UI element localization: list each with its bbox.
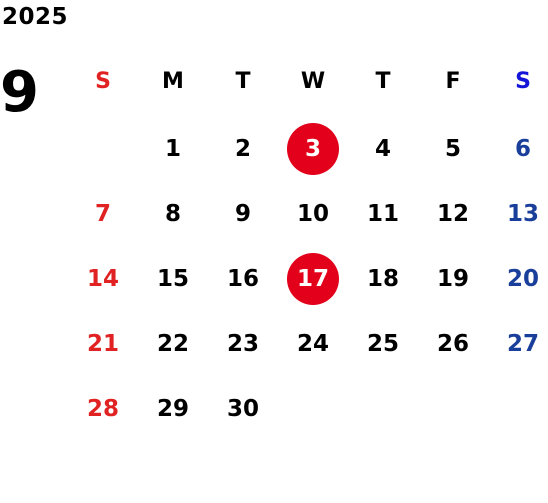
- calendar-day: 13: [488, 181, 548, 246]
- day-number: 4: [374, 135, 391, 162]
- calendar-day: 14: [68, 246, 138, 311]
- day-number: 5: [444, 135, 461, 162]
- calendar-day: 4: [348, 116, 418, 181]
- week-row: 7 8 9 10 11 12 13: [68, 181, 548, 246]
- calendar-day: 25: [348, 311, 418, 376]
- day-number: 17: [287, 252, 339, 305]
- day-number: 12: [436, 200, 469, 227]
- day-number: 16: [226, 265, 259, 292]
- day-number: 22: [156, 330, 189, 357]
- calendar-day: 15: [138, 246, 208, 311]
- day-number: 25: [366, 330, 399, 357]
- calendar-day-empty: [348, 376, 418, 441]
- weekday-monday: M: [162, 68, 184, 94]
- calendar-day: 6: [488, 116, 548, 181]
- day-number: 2: [234, 135, 251, 162]
- calendar-day: 29: [138, 376, 208, 441]
- calendar-day-marked: 17: [278, 246, 348, 311]
- day-number: 18: [366, 265, 399, 292]
- calendar-day: 9: [208, 181, 278, 246]
- day-number: 19: [436, 265, 469, 292]
- day-number: 9: [234, 200, 251, 227]
- calendar-year: 2025: [2, 4, 69, 30]
- calendar-day: 27: [488, 311, 548, 376]
- calendar-day: 10: [278, 181, 348, 246]
- calendar-day: 19: [418, 246, 488, 311]
- day-number: 10: [296, 200, 329, 227]
- calendar-day-marked: 3: [278, 116, 348, 181]
- weekday-saturday: S: [515, 68, 531, 94]
- weekday-thursday: T: [375, 68, 391, 94]
- calendar-day: 21: [68, 311, 138, 376]
- calendar-day-empty: [68, 116, 138, 181]
- week-row: 14 15 16 17 18 19 20: [68, 246, 548, 311]
- calendar-day: 30: [208, 376, 278, 441]
- calendar-day: 26: [418, 311, 488, 376]
- weekday-sunday: S: [95, 68, 111, 94]
- calendar-day: 28: [68, 376, 138, 441]
- day-number: 15: [156, 265, 189, 292]
- calendar-day-empty: [488, 376, 548, 441]
- week-row: 21 22 23 24 25 26 27: [68, 311, 548, 376]
- day-number: 27: [506, 330, 539, 357]
- calendar-day: 7: [68, 181, 138, 246]
- day-number: 6: [514, 135, 531, 162]
- calendar-day-empty: [418, 376, 488, 441]
- calendar-month: 9: [0, 60, 39, 125]
- day-number: 20: [506, 265, 539, 292]
- week-row: 1 2 3 4 5 6: [68, 116, 548, 181]
- day-number: 30: [226, 395, 259, 422]
- calendar-day: 23: [208, 311, 278, 376]
- calendar-day: 5: [418, 116, 488, 181]
- weekday-tuesday: T: [235, 68, 251, 94]
- calendar-day: 24: [278, 311, 348, 376]
- day-number: 24: [296, 330, 329, 357]
- day-number: 13: [506, 200, 539, 227]
- calendar-day: 12: [418, 181, 488, 246]
- calendar-day: 20: [488, 246, 548, 311]
- calendar-day: 8: [138, 181, 208, 246]
- calendar-day: 18: [348, 246, 418, 311]
- day-number: 3: [287, 122, 339, 175]
- day-number: 28: [86, 395, 119, 422]
- weekday-friday: F: [445, 68, 461, 94]
- day-number: 7: [94, 200, 111, 227]
- calendar-day: 11: [348, 181, 418, 246]
- week-row: 28 29 30: [68, 376, 548, 441]
- weekday-header-row: S M T W T F S: [68, 48, 548, 116]
- calendar-day: 2: [208, 116, 278, 181]
- day-number: 21: [86, 330, 119, 357]
- day-number: 14: [86, 265, 119, 292]
- day-number: 23: [226, 330, 259, 357]
- calendar-day: 16: [208, 246, 278, 311]
- day-number: 11: [366, 200, 399, 227]
- calendar-day: 1: [138, 116, 208, 181]
- day-number: 29: [156, 395, 189, 422]
- day-number: 8: [164, 200, 181, 227]
- calendar-day: 22: [138, 311, 208, 376]
- weekday-wednesday: W: [300, 68, 326, 94]
- day-number: 26: [436, 330, 469, 357]
- day-number: 1: [164, 135, 181, 162]
- calendar-day-empty: [278, 376, 348, 441]
